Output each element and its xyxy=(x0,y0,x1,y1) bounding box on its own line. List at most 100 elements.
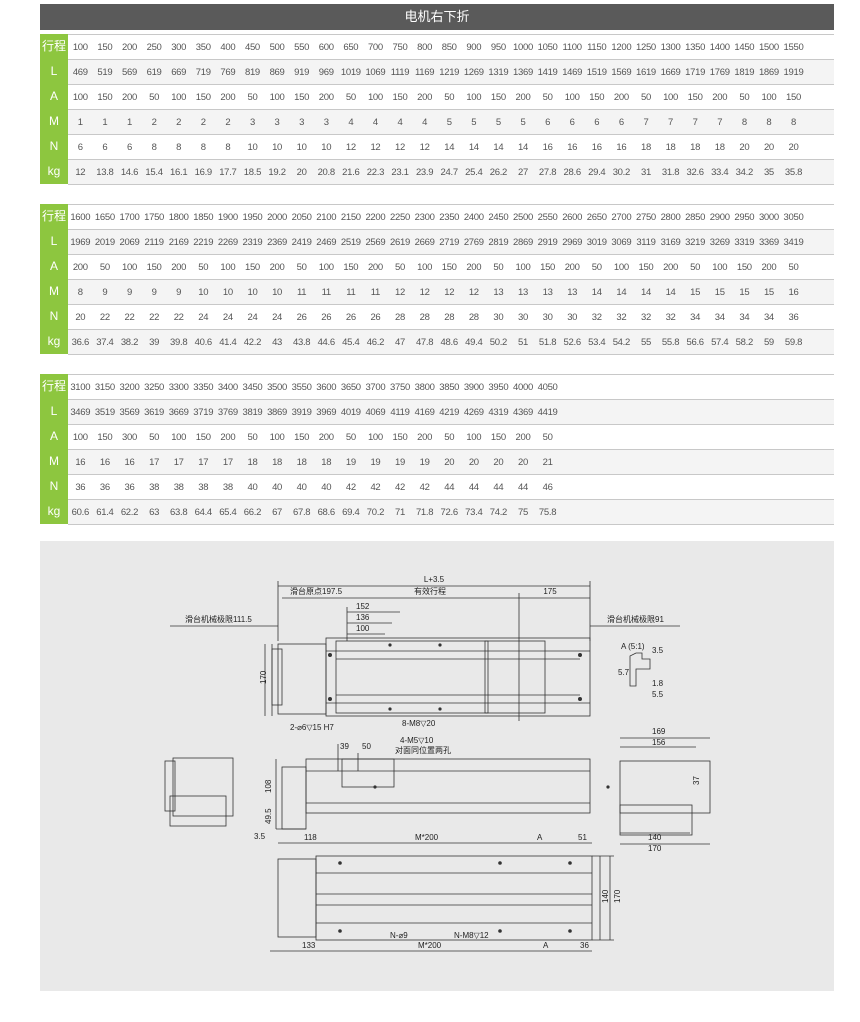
table-cell: 36 xyxy=(99,481,110,493)
table-cell: 200 xyxy=(564,261,580,273)
table-cell: 4000 xyxy=(513,381,533,393)
table-cell: 55.8 xyxy=(661,336,680,348)
table-cell: 40 xyxy=(247,481,258,493)
table-cell: 50 xyxy=(444,91,455,103)
table-cell: 33.4 xyxy=(711,166,729,178)
table-cell: 1600 xyxy=(70,211,91,223)
table-cell: 11 xyxy=(370,286,381,298)
dim-133: 133 xyxy=(302,941,316,950)
table-cell: 1269 xyxy=(463,66,484,78)
table-cell: 2050 xyxy=(291,211,312,223)
table-cell: 200 xyxy=(515,91,531,103)
table-cell: 36 xyxy=(788,311,799,323)
table-cell: 50.2 xyxy=(489,336,508,348)
table-cell: 70.2 xyxy=(366,506,385,518)
table-cell: 16 xyxy=(567,141,578,153)
table-cell: 72.6 xyxy=(440,506,459,518)
table-cell: 75 xyxy=(518,506,528,518)
table-cell: 22 xyxy=(124,311,135,323)
table-cell: 150 xyxy=(97,41,113,53)
table-cell: 9 xyxy=(102,286,108,298)
table-cell: 3000 xyxy=(758,211,779,223)
dim-stroke: 有效行程 xyxy=(414,586,446,596)
table-cell: 100 xyxy=(220,261,236,273)
table-cell: 30 xyxy=(542,311,553,323)
table-cell: 26 xyxy=(321,311,332,323)
table-cell: 50 xyxy=(591,261,602,273)
table-cell: 19 xyxy=(419,456,430,468)
table-cell: 40 xyxy=(296,481,307,493)
table-cell: 4369 xyxy=(513,406,533,418)
table-cell: 12 xyxy=(395,286,405,298)
table-cell: 6 xyxy=(618,116,624,128)
row-label: A xyxy=(49,429,58,443)
table-cell: 2650 xyxy=(586,211,607,223)
table-cell: 2719 xyxy=(439,236,460,248)
table-cell: 68.6 xyxy=(317,506,336,518)
table-cell: 850 xyxy=(441,41,457,53)
table-cell: 1650 xyxy=(94,211,115,223)
table-cell: 40 xyxy=(321,481,332,493)
table-cell: 2769 xyxy=(463,236,484,248)
dim-175: 175 xyxy=(543,587,557,596)
table-cell: 200 xyxy=(171,261,187,273)
table-cell: 1169 xyxy=(414,66,435,78)
table-cell: 12 xyxy=(370,141,381,153)
table-cell: 34 xyxy=(739,311,750,323)
table-cell: 18 xyxy=(247,456,258,468)
table-cell: 1450 xyxy=(734,41,755,53)
table-cell: 100 xyxy=(367,431,383,443)
table-cell: 4319 xyxy=(488,406,509,418)
table-cell: 18 xyxy=(296,456,307,468)
table-cell: 50 xyxy=(395,261,405,273)
table-cell: 150 xyxy=(490,91,506,103)
table-cell: 3150 xyxy=(94,381,115,393)
table-cell: 42.2 xyxy=(243,336,262,348)
table-cell: 10 xyxy=(321,141,332,153)
row-label: M xyxy=(49,284,59,298)
table-cell: 5 xyxy=(520,116,526,128)
table-cell: 1519 xyxy=(586,66,607,78)
table-cell: 800 xyxy=(417,41,433,53)
row-label: N xyxy=(49,139,59,153)
table-cell: 100 xyxy=(171,91,187,103)
table-cell: 50 xyxy=(444,431,455,443)
table-cell: 1669 xyxy=(660,66,681,78)
table-cell: 719 xyxy=(195,66,211,78)
table-cell: 16 xyxy=(99,456,110,468)
table-cell: 10 xyxy=(272,141,283,153)
dim-m5-note: 对面同位置两孔 xyxy=(395,745,451,755)
table-cell: 69.4 xyxy=(342,506,360,518)
dim-169: 169 xyxy=(652,727,666,736)
technical-drawing-panel: L+3.5 滑台原点197.5 有效行程 175 152 136 100 滑台机… xyxy=(40,541,834,991)
table-cell: 9 xyxy=(176,286,182,298)
table-cell: 3219 xyxy=(685,236,706,248)
table-cell: 62.2 xyxy=(120,506,139,518)
table-cell: 14 xyxy=(468,141,479,153)
table-cell: 150 xyxy=(490,431,506,443)
table-cell: 19 xyxy=(370,456,381,468)
table-cell: 1000 xyxy=(513,41,533,53)
table-cell: 2 xyxy=(225,116,231,128)
table-cell: 15.4 xyxy=(145,166,163,178)
table-cell: 24 xyxy=(272,311,283,323)
table-cell: 20 xyxy=(763,141,774,153)
table-cell: 13.8 xyxy=(96,166,114,178)
table-cell: 2919 xyxy=(537,236,558,248)
table-cell: 150 xyxy=(441,261,457,273)
dim-m5: 4-M5▽10 xyxy=(400,736,434,745)
table-cell: 3719 xyxy=(193,406,214,418)
table-cell: 550 xyxy=(294,41,310,53)
table-cell: 38 xyxy=(149,481,160,493)
table-cell: 36 xyxy=(75,481,86,493)
table-cell: 200 xyxy=(613,91,629,103)
table-cell: 15 xyxy=(714,286,725,298)
table-cell: 1900 xyxy=(217,211,238,223)
table-cell: 34 xyxy=(763,311,774,323)
table-cell: 450 xyxy=(244,41,260,53)
table-cell: 200 xyxy=(72,261,88,273)
table-cell: 29.4 xyxy=(588,166,606,178)
table-cell: 2469 xyxy=(316,236,337,248)
